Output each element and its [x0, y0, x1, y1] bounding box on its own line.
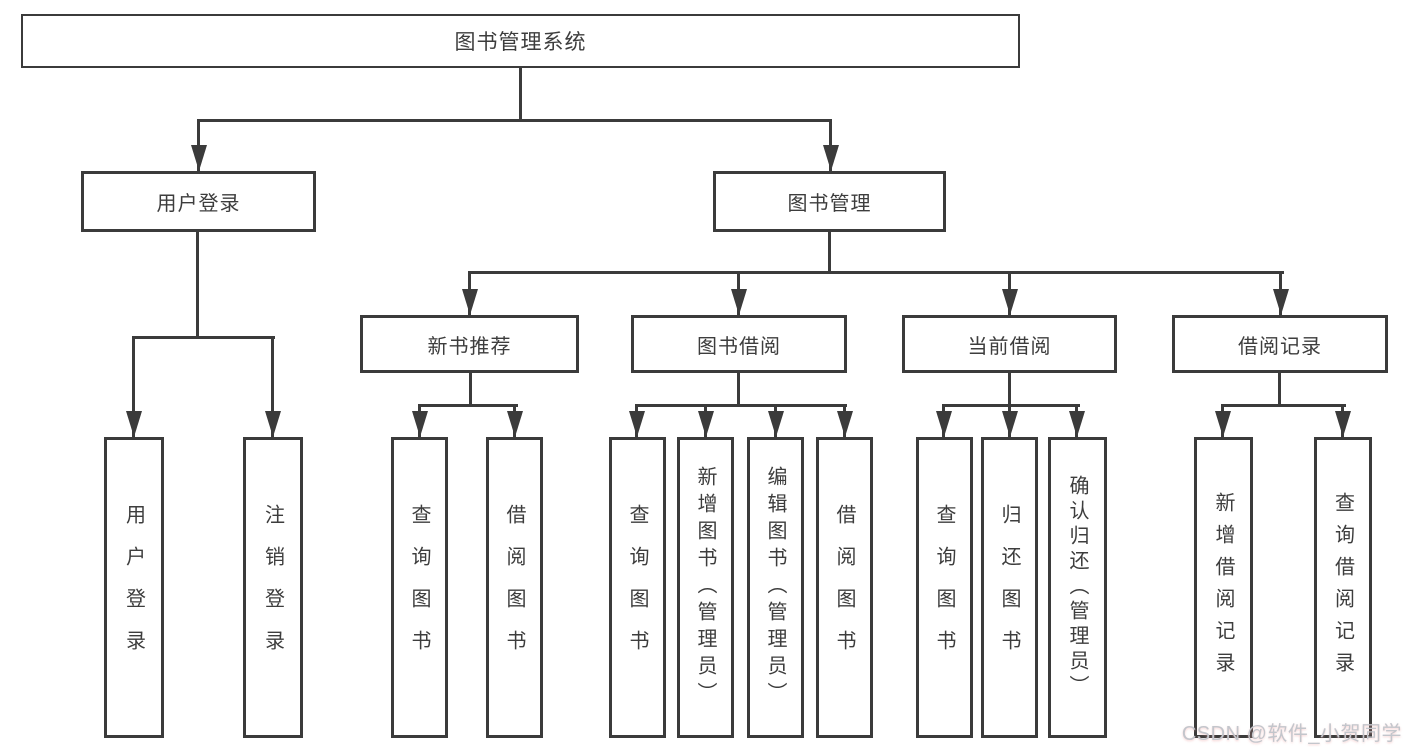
arrow-down-icon [1068, 411, 1085, 437]
node-current-borrow: 当前借阅 [902, 315, 1117, 373]
connector-borrow-records-branch [1221, 404, 1346, 407]
connector-arrow-leaf [767, 404, 784, 437]
connector-book-management-branch [468, 271, 1284, 274]
connector-arrow-to-leaf-user-login [125, 336, 142, 437]
leaf-add-borrow-record: 新增借阅记录 [1194, 437, 1253, 738]
connector-arrow-leaf [1214, 404, 1231, 437]
connector-arrow-to-new-book [461, 271, 478, 315]
arrow-down-icon [628, 411, 645, 437]
connector-new-book-branch [418, 404, 518, 407]
node-book-management: 图书管理 [713, 171, 946, 232]
connector-book-management-trunk [828, 232, 831, 274]
connector-arrow-leaf [506, 404, 523, 437]
connector-arrow-to-book-borrow [730, 271, 747, 315]
arrow-down-icon [264, 411, 281, 437]
connector-current-borrow-branch [942, 404, 1080, 407]
leaf-edit-book-admin: 编辑图书（管理员） [747, 437, 804, 738]
connector-arrow-leaf [1068, 404, 1085, 437]
leaf-query-borrow-record: 查询借阅记录 [1314, 437, 1372, 738]
arrow-down-icon [461, 289, 478, 315]
arrow-down-icon [1334, 411, 1351, 437]
leaf-borrow-books-borrow: 借阅图书 [816, 437, 873, 738]
connector-arrow-to-leaf-logout [264, 336, 281, 437]
connector-arrow-to-user-login [190, 119, 207, 171]
arrow-down-icon [506, 411, 523, 437]
node-library-management-system: 图书管理系统 [21, 14, 1020, 68]
connector-current-borrow-trunk [1008, 373, 1011, 407]
arrow-down-icon [836, 411, 853, 437]
arrow-down-icon [190, 145, 207, 171]
leaf-query-books-borrow: 查询图书 [609, 437, 666, 738]
leaf-borrow-books-newbook: 借阅图书 [486, 437, 543, 738]
connector-arrow-leaf [935, 404, 952, 437]
connector-arrow-to-current-borrow [1001, 271, 1018, 315]
arrow-down-icon [1214, 411, 1231, 437]
connector-arrow-leaf [697, 404, 714, 437]
arrow-down-icon [1001, 411, 1018, 437]
leaf-query-books-newbook: 查询图书 [391, 437, 448, 738]
leaf-user-login: 用户登录 [104, 437, 164, 738]
leaf-logout: 注销登录 [243, 437, 303, 738]
connector-book-borrow-branch [635, 404, 847, 407]
leaf-return-book: 归还图书 [981, 437, 1038, 738]
connector-arrow-leaf [1334, 404, 1351, 437]
node-user-login: 用户登录 [81, 171, 316, 232]
connector-new-book-trunk [469, 373, 472, 407]
connector-arrow-to-book-management [822, 119, 839, 171]
leaf-query-books-current: 查询图书 [916, 437, 973, 738]
node-borrow-records: 借阅记录 [1172, 315, 1388, 373]
connector-user-login-branch [132, 336, 275, 339]
arrow-down-icon [697, 411, 714, 437]
arrow-down-icon [822, 145, 839, 171]
arrow-down-icon [1001, 289, 1018, 315]
leaf-confirm-return-admin: 确认归还（管理员） [1048, 437, 1107, 738]
connector-arrow-leaf [836, 404, 853, 437]
arrow-down-icon [125, 411, 142, 437]
connector-book-borrow-trunk [737, 373, 740, 407]
arrow-down-icon [935, 411, 952, 437]
arrow-down-icon [411, 411, 428, 437]
arrow-down-icon [730, 289, 747, 315]
arrow-down-icon [1272, 289, 1289, 315]
connector-user-login-trunk [196, 232, 199, 339]
connector-borrow-records-trunk [1278, 373, 1281, 407]
connector-arrow-to-borrow-records [1272, 271, 1289, 315]
connector-root-trunk [519, 68, 522, 122]
connector-arrow-leaf [1001, 404, 1018, 437]
node-new-book-recommend: 新书推荐 [360, 315, 579, 373]
node-book-borrow: 图书借阅 [631, 315, 847, 373]
connector-arrow-leaf [628, 404, 645, 437]
arrow-down-icon [767, 411, 784, 437]
leaf-add-book-admin: 新增图书（管理员） [677, 437, 734, 738]
connector-root-branch [197, 119, 832, 122]
csdn-watermark: CSDN @软件_小贺同学 [1181, 723, 1402, 745]
connector-arrow-leaf [411, 404, 428, 437]
